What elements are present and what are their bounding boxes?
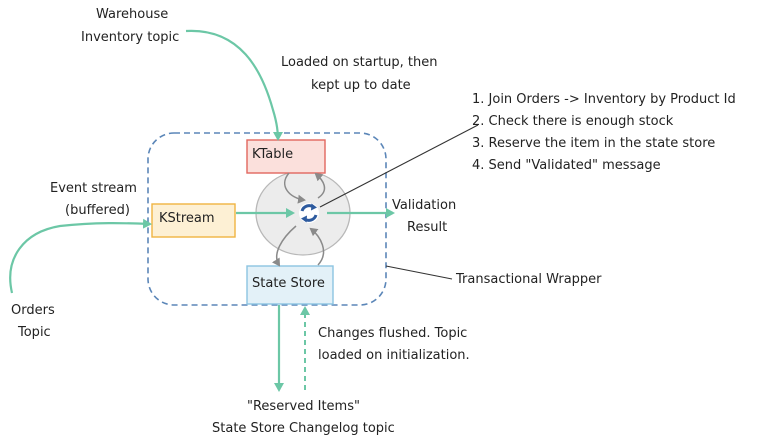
processing-step-4: 4. Send "Validated" message <box>472 158 661 173</box>
ktable-box <box>246 139 326 174</box>
ktable-load-note-line2: kept up to date <box>311 78 411 93</box>
state-store-box <box>246 265 334 305</box>
state-store-label: State Store <box>252 276 325 291</box>
ktable-label: KTable <box>252 147 294 162</box>
event-stream-label-line1: Event stream <box>50 181 137 196</box>
orders-topic-label-line1: Orders <box>11 303 55 318</box>
warehouse-label-line1: Warehouse <box>96 7 169 22</box>
ktable-load-note-line1: Loaded on startup, then <box>281 55 438 70</box>
validation-result-label-line2: Result <box>407 220 448 235</box>
kstream-box <box>151 203 236 238</box>
processing-step-3: 3. Reserve the item in the state store <box>472 136 716 151</box>
processor-sync-icon <box>299 203 319 223</box>
warehouse-to-ktable-arrow <box>185 29 283 141</box>
state-store-to-processor-loop-arrow <box>309 227 325 266</box>
changelog-note-line2: loaded on initialization. <box>318 348 470 363</box>
warehouse-label-line2: Inventory topic <box>81 30 180 45</box>
transactional-wrapper-leader-line <box>385 265 453 280</box>
changelog-note-line1: Changes flushed. Topic <box>318 326 468 341</box>
processing-steps-list: 1. Join Orders -> Inventory by Product I… <box>472 89 736 177</box>
changelog-topic-label-line2: State Store Changelog topic <box>212 421 395 436</box>
transactional-wrapper-label: Transactional Wrapper <box>456 272 602 287</box>
validation-result-label-line1: Validation <box>392 198 457 213</box>
processing-step-2: 2. Check there is enough stock <box>472 114 674 129</box>
processor-to-ktable-loop-arrow <box>314 172 326 199</box>
processor-to-state-store-loop-arrow <box>271 225 297 267</box>
kstream-label: KStream <box>159 211 215 226</box>
steps-callout-line <box>319 124 479 208</box>
event-stream-label-line2: (buffered) <box>65 203 130 218</box>
orders-topic-label-line2: Topic <box>18 325 51 340</box>
processing-step-1: 1. Join Orders -> Inventory by Product I… <box>472 92 736 107</box>
changelog-topic-label-line1: "Reserved Items" <box>247 399 360 414</box>
ktable-to-processor-loop-arrow <box>283 172 306 204</box>
orders-to-kstream-arrow <box>9 218 152 294</box>
